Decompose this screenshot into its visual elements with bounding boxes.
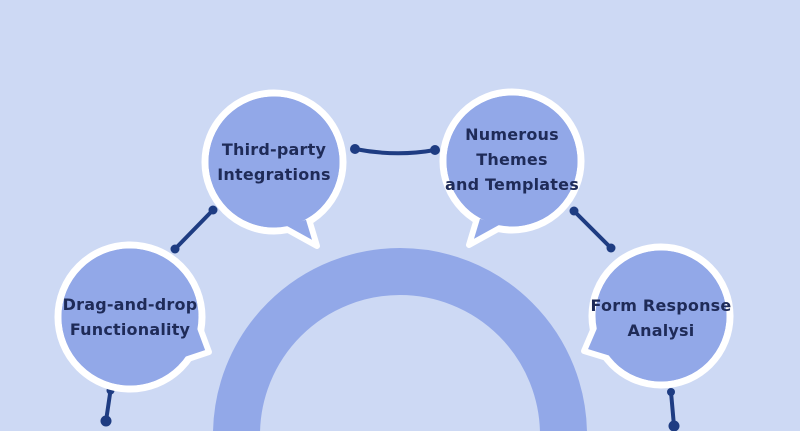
bubble-third-party-integrations bbox=[201, 89, 347, 249]
connector-bottom-left bbox=[100, 386, 115, 427]
bubble-numerous-themes bbox=[439, 88, 585, 248]
connector-top bbox=[350, 144, 440, 156]
connector-left-diagonal bbox=[170, 205, 218, 254]
bubble-drag-and-drop bbox=[54, 241, 212, 393]
connector-bottom-right bbox=[667, 388, 680, 431]
bubble-form-response bbox=[581, 243, 734, 389]
bottom-arc-ring bbox=[213, 248, 587, 431]
connector-right-diagonal bbox=[569, 206, 616, 253]
